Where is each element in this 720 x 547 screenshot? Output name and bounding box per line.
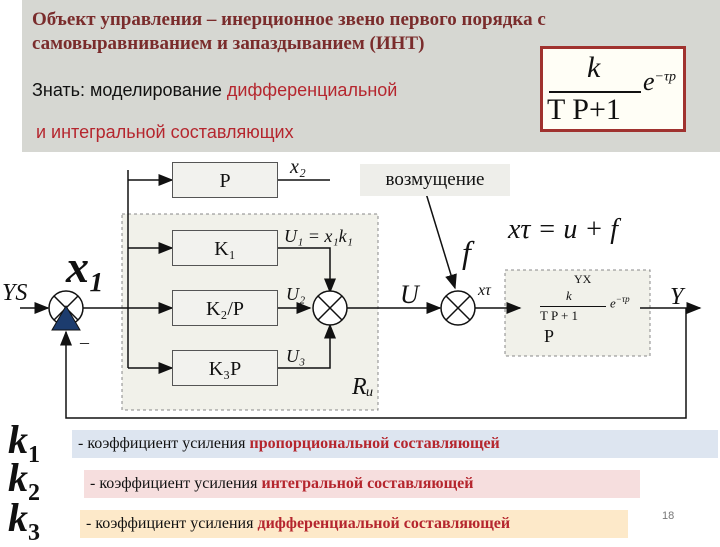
page-number: 18 [662,510,675,522]
slide-title: Объект управления – инерционное звено пе… [32,9,546,54]
tf-exp-power: −τp [654,69,677,85]
block-diagram: P K₁ K₂/P K₃P x₂ возмущение x₁ YS – U₁ =… [0,150,720,430]
k3-symbol: k3 [8,495,40,546]
block-k3: K₃P [172,350,278,386]
plant-p: P [544,326,555,346]
tf-fraction-line [549,91,641,93]
know-accent: дифференциальной [226,80,398,100]
label-f: f [462,234,471,270]
def-row-k3: - коэффициент усиления дифференциальной … [80,510,628,538]
label-u: U [400,280,419,309]
know-line: Знать: моделирование дифференциальной [32,80,397,101]
know-prefix: Знать: моделирование [32,80,227,100]
plant-frame [504,269,651,357]
plant-den: T P + 1 [540,308,579,323]
label-ru: Rᵤ [352,374,374,400]
k1-symbol: k1 [8,417,40,468]
def-row-k2: - коэффициент усиления интегральной сост… [84,470,640,498]
label-x1: x₁ [66,241,106,292]
plant-fraction-line [540,306,606,307]
equation-xt: xτ = u + f [508,214,619,245]
label-u3: U₃ [286,346,306,366]
tf-exponential: e−τp [643,67,676,97]
block-k1: K₁ [172,230,278,266]
block-k2: K₂/P [172,290,278,326]
label-ys: YS [2,280,28,306]
label-minus: – [80,332,89,352]
label-u1: U₁ = x₁k₁ [284,226,353,246]
disturbance-label: возмущение [360,164,510,196]
transfer-function-box: k T P+1 e−τp [540,46,686,132]
tf-exp-base: e [643,67,655,96]
plant-exp: e−τp [610,294,630,311]
label-u2: U₂ [286,284,306,304]
tf-denominator: T P+1 [547,93,621,126]
know-line-2: и интегральной составляющих [36,122,294,142]
label-xt: xτ [478,282,491,299]
def-row-k1: - коэффициент усиления пропорциональной … [72,430,718,458]
plant-title: YX [574,272,592,286]
label-x2: x₂ [290,156,306,178]
tf-numerator: k [587,51,601,84]
definitions: k1 - коэффициент усиления пропорциональн… [0,417,720,546]
minus-sector [51,305,81,331]
block-p: P [172,162,278,198]
k2-symbol: k2 [8,455,40,506]
plant-k: k [566,288,572,303]
label-y: Y [670,284,684,310]
